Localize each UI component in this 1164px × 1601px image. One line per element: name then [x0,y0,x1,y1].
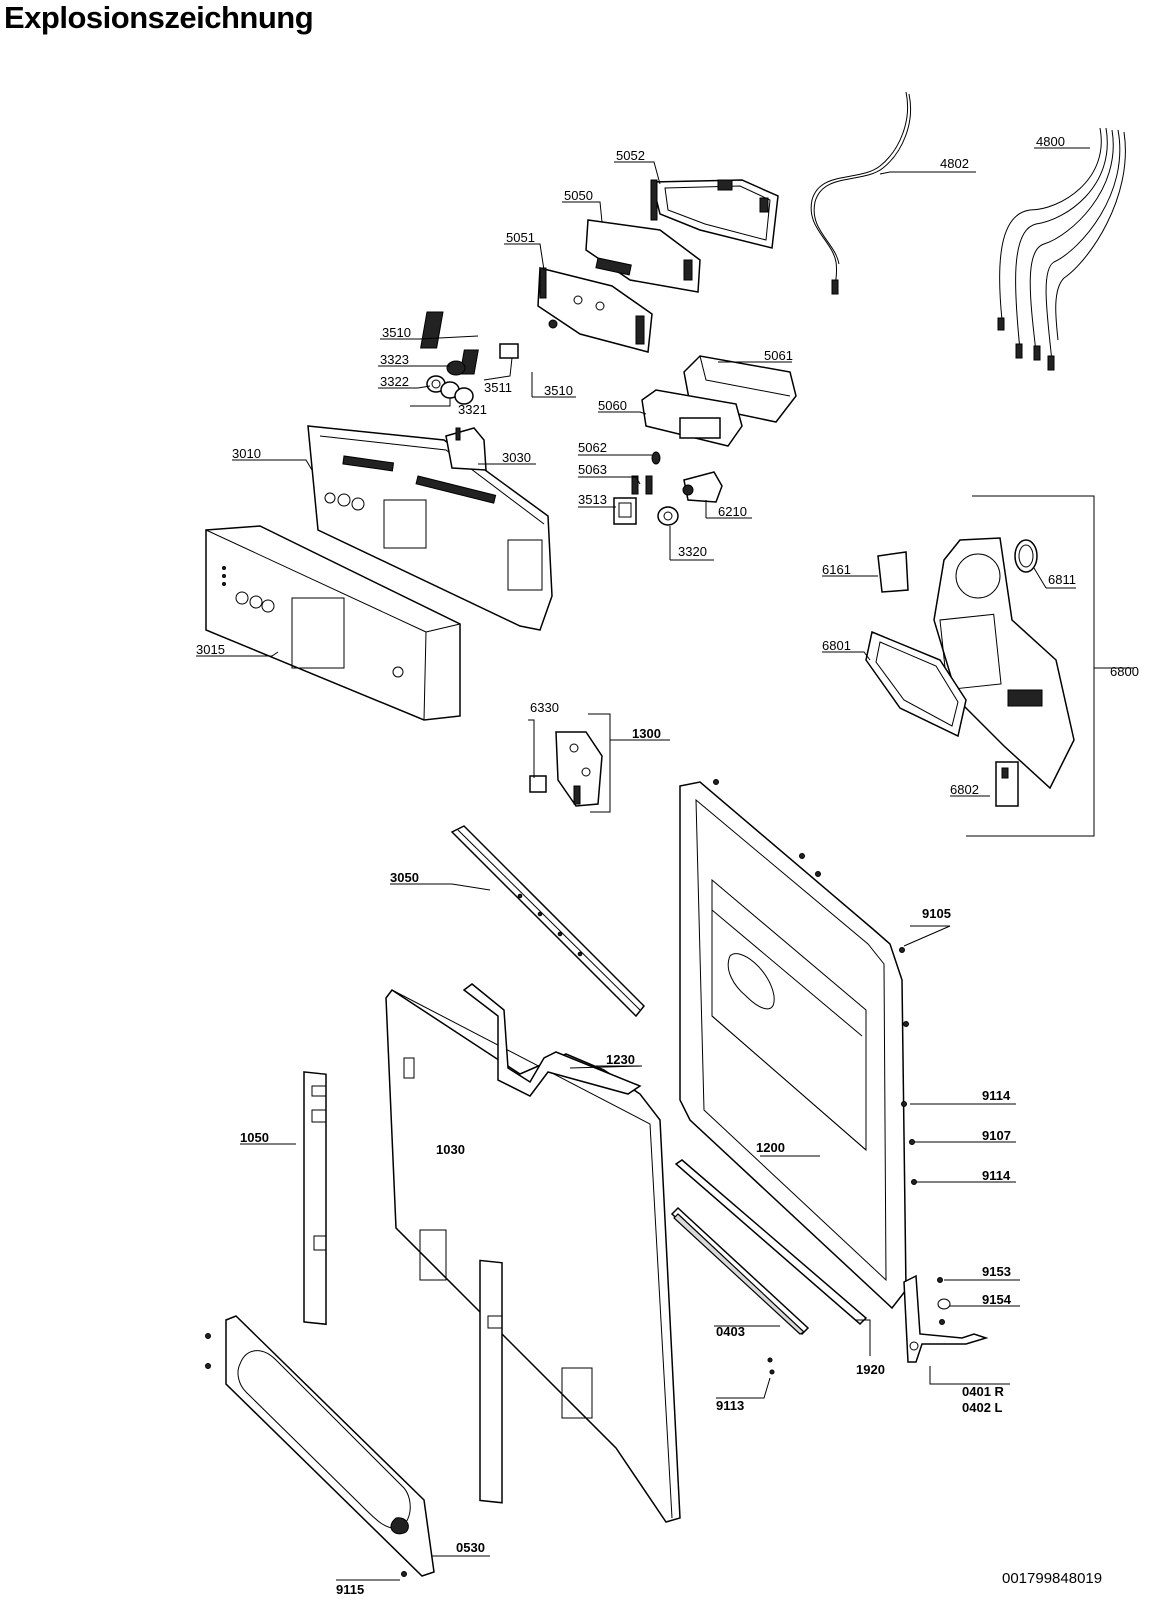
label-1050: 1050 [240,1130,269,1145]
part-1920-strip [674,1159,868,1326]
label-3010: 3010 [232,446,261,461]
document-number: 001799848019 [1002,1570,1103,1587]
part-3015-control-panel [205,525,461,721]
part-0401-0402-hinge-lever [903,1274,989,1363]
part-3321-knobs [440,381,474,405]
part-3323-spring [446,360,466,376]
part-1030-outer-door-panel [385,988,681,1523]
part-5063-lamps [631,475,653,495]
part-1200-inner-door [679,781,907,1310]
screws [205,779,951,1577]
label-5060: 5060 [598,398,627,413]
label-1030: 1030 [436,1142,465,1157]
label-5051: 5051 [506,230,535,245]
label-5061: 5061 [764,348,793,363]
label-3030: 3030 [502,450,531,465]
part-5060-cover [641,389,743,447]
label-3015: 3015 [196,642,225,657]
part-3511-clip [499,343,519,359]
label-5052: 5052 [616,148,645,163]
label-4802: 4802 [940,156,969,171]
part-5062-lamp [651,451,661,465]
label-3320: 3320 [678,544,707,559]
part-1230-insulation [462,983,642,1097]
part-6210-switch [682,471,723,503]
part-3010-control-housing [307,425,553,631]
label-9154: 9154 [982,1292,1012,1307]
label-5063: 5063 [578,462,607,477]
label-1200: 1200 [756,1140,785,1155]
label-0403: 0403 [716,1324,745,1339]
label-3510-right: 3510 [544,383,573,398]
label-6802: 6802 [950,782,979,797]
label-3323: 3323 [380,352,409,367]
part-5052-bracket [650,179,779,249]
label-9114-lower: 9114 [982,1168,1011,1183]
part-1300-hinge-assembly [555,731,603,807]
part-6330-pin [529,775,547,793]
label-0401-r: 0401 R [962,1384,1005,1399]
part-1050-hinge-bar-inner [479,1259,503,1504]
label-6210: 6210 [718,504,747,519]
label-3050: 3050 [390,870,419,885]
label-5062: 5062 [578,440,607,455]
part-3050-strip [450,825,646,1018]
label-3322: 3322 [380,374,409,389]
page-title: Explosionszeichnung [4,0,314,35]
part-6811-seal-ring [1014,539,1038,573]
label-9153: 9153 [982,1264,1011,1279]
part-4802-cable [810,91,912,295]
part-3030-bracket [445,427,487,471]
part-6800-dispenser [933,537,1075,790]
label-9114-upper: 9114 [982,1088,1011,1103]
part-6161-clip [877,551,909,593]
group-bracket-6800 [966,495,1095,837]
part-3510-contacts-left [420,311,444,349]
label-9105: 9105 [922,906,951,921]
part-1050-hinge-bar [303,1071,327,1326]
part-6801-gasket [865,630,967,738]
label-3510-left: 3510 [382,325,411,340]
part-0530-handle [225,1315,435,1577]
part-labels: 5052 4802 4800 5050 5051 3510 3323 3322 … [196,134,1139,1597]
part-5051-board [537,267,653,353]
label-1920: 1920 [856,1362,885,1377]
label-1230: 1230 [606,1052,635,1067]
label-3321: 3321 [458,402,487,417]
part-3513-holder [613,497,637,525]
label-9107: 9107 [982,1128,1011,1143]
label-0402-l: 0402 L [962,1400,1003,1415]
label-6800: 6800 [1110,664,1139,679]
part-4800-wire-harness [997,127,1126,371]
label-6801: 6801 [822,638,851,653]
leader-lines [196,147,1090,1581]
label-5050: 5050 [564,188,593,203]
label-6161: 6161 [822,562,851,577]
label-0530: 0530 [456,1540,485,1555]
label-6330: 6330 [530,700,559,715]
label-4800: 4800 [1036,134,1065,149]
part-6802-lever [995,761,1019,807]
part-5050-board [585,219,701,293]
label-3513: 3513 [578,492,607,507]
label-1300: 1300 [632,726,661,741]
label-3511: 3511 [484,380,512,395]
part-3320-knob [657,506,679,526]
part-0403-strip [670,1206,810,1336]
group-bracket-1300 [588,713,611,813]
label-9115: 9115 [336,1582,364,1597]
label-9113: 9113 [716,1398,744,1413]
label-6811: 6811 [1048,572,1076,587]
